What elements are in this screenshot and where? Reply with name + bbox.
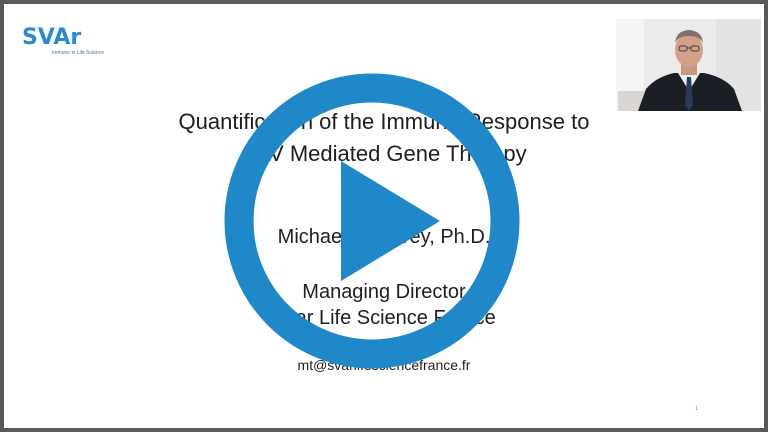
play-button[interactable] <box>224 73 520 369</box>
company-logo: SVAr Immune in Life Science <box>22 26 112 62</box>
slide-page-number: 1 <box>695 406 698 412</box>
logo-wordmark: SVAr <box>22 25 82 50</box>
webcam-image <box>616 19 761 111</box>
play-icon <box>224 73 520 369</box>
webcam-video <box>616 19 761 111</box>
slide-title-line-1: Quantification of the Immune Response to <box>178 109 590 134</box>
role-title: Managing Director <box>302 281 466 303</box>
logo-tagline: Immune in Life Science <box>52 50 104 56</box>
